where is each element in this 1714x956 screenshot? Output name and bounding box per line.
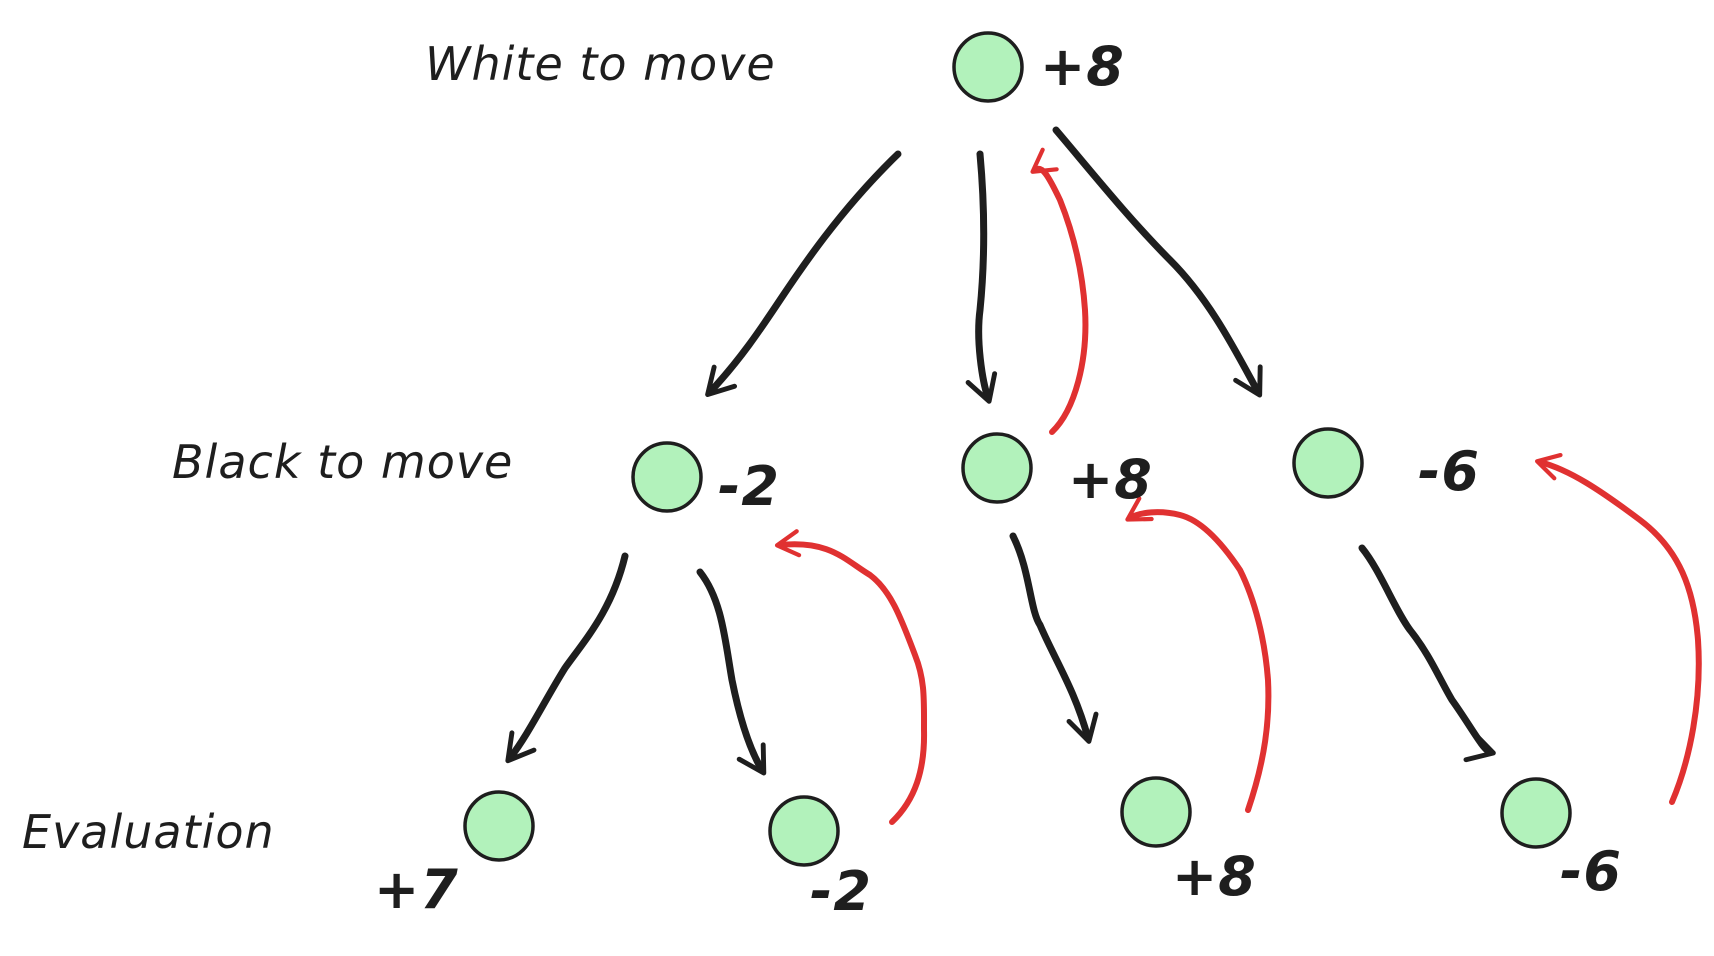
leaf-node-4 — [1500, 777, 1572, 849]
edge-root-to-black-3 — [1052, 126, 1263, 398]
leaf-node-3 — [1120, 776, 1192, 848]
backup-black-2-to-root — [1030, 147, 1089, 435]
move-edges — [505, 126, 1496, 776]
tree-nodes — [463, 31, 1572, 867]
root-value: +8 — [1040, 35, 1125, 98]
backup-leaf-2-to-black-1 — [774, 529, 928, 825]
black-node-3 — [1292, 427, 1364, 499]
edge-root-to-black-1 — [705, 150, 902, 398]
edge-black-1-to-leaf-2 — [696, 568, 767, 776]
edge-black-2-to-leaf-3 — [1009, 532, 1099, 744]
edge-black-3-to-leaf-4 — [1358, 544, 1496, 763]
black-1-value: -2 — [718, 455, 780, 518]
leaf-node-1 — [463, 790, 535, 862]
black-3-value: -6 — [1418, 440, 1480, 503]
row-label-black: Black to move — [172, 435, 513, 489]
black-node-1 — [631, 441, 703, 513]
leaf-3-value: +8 — [1172, 845, 1257, 908]
backup-arrows — [774, 147, 1702, 825]
backup-leaf-4-to-black-3 — [1535, 452, 1702, 805]
node-values: +8 -2 +8 -6 +7 -2 +8 -6 — [374, 35, 1622, 923]
row-label-evaluation: Evaluation — [22, 805, 275, 859]
backup-leaf-3-to-black-2 — [1125, 496, 1272, 813]
edge-black-1-to-leaf-1 — [505, 552, 629, 764]
edge-root-to-black-2 — [965, 150, 998, 404]
leaf-2-value: -2 — [810, 860, 872, 923]
black-node-2 — [961, 432, 1033, 504]
leaf-4-value: -6 — [1560, 840, 1622, 903]
root-node — [952, 31, 1024, 103]
black-2-value: +8 — [1068, 448, 1153, 511]
row-label-white: White to move — [425, 37, 776, 91]
leaf-node-2 — [768, 795, 840, 867]
leaf-1-value: +7 — [374, 858, 459, 921]
